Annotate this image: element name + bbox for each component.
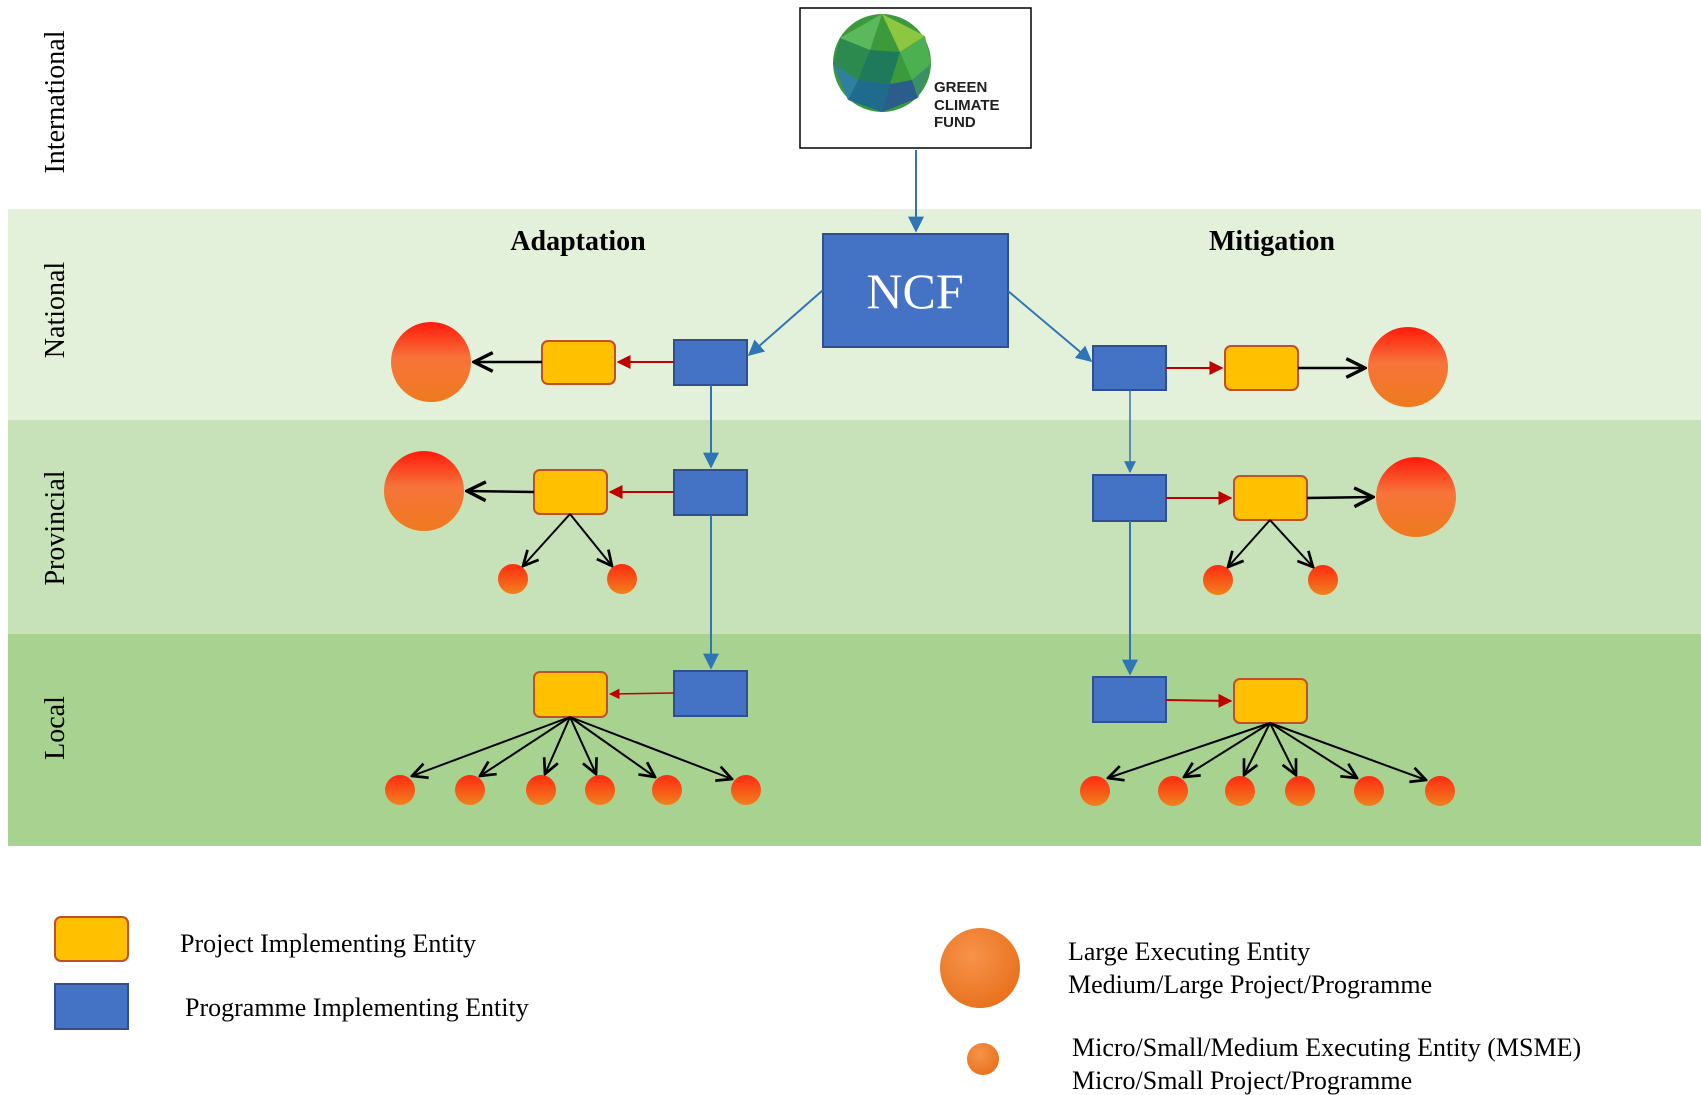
legend: Project Implementing Entity Programme Im… [54,916,1581,1095]
arrow-adapt-local-to-msme-4 [569,716,596,774]
arrow-ncf-to-mitigation [1007,290,1093,363]
mitigation-provincial-project-entity [1233,475,1308,521]
legend-project-swatch [54,916,129,962]
adaptation-local-programme-entity [673,670,748,717]
ncf-box: NCF [822,233,1009,348]
level-label-local: Local [40,696,71,760]
mitigation-provincial-programme-entity [1092,474,1167,522]
adaptation-national-large-entity [391,322,471,402]
mitigation-national-project-entity [1224,345,1299,391]
mitigation-local-msme-1 [1080,776,1110,806]
adaptation-national-programme-entity [673,339,748,386]
arrow-adapt-local-to-msme-2 [480,716,571,776]
adaptation-local-project-entity [533,671,608,718]
legend-programme-swatch [54,983,129,1030]
mitigation-local-msme-2 [1158,776,1188,806]
adaptation-provincial-programme-entity [673,469,748,516]
mitigation-provincial-msme-2 [1308,565,1338,595]
adaptation-provincial-project-entity [533,469,608,515]
level-label-international: International [40,30,71,173]
legend-msme-line2: Micro/Small Project/Programme [1072,1066,1412,1095]
arrow-adapt-prov-to-msme-2 [569,513,612,566]
provincial-band [8,420,1701,634]
arrow-mitig-prov-to-msme-2 [1269,519,1313,567]
adaptation-local-msme-1 [385,775,415,805]
arrow-mitig-local-to-msme-2 [1184,722,1271,777]
arrow-adapt-local-prog-to-proj [608,688,675,700]
arrow-mitig-local-to-msme-5 [1269,722,1357,778]
arrow-adapt-local-to-msme-1 [412,716,571,776]
arrow-mitig-local-to-msme-1 [1108,722,1271,778]
ncf-label: NCF [866,263,963,319]
adaptation-national-project-entity [541,340,616,385]
adaptation-local-msme-3 [526,775,556,805]
adaptation-local-msme-2 [455,775,485,805]
adaptation-local-msme-5 [652,775,682,805]
legend-project-label: Project Implementing Entity [180,929,476,958]
mitigation-heading: Mitigation [1209,226,1335,257]
arrow-adapt-local-to-msme-5 [569,716,655,777]
adaptation-heading: Adaptation [510,226,646,257]
mitigation-local-msme-3 [1225,776,1255,806]
mitigation-local-project-entity [1233,678,1308,724]
arrow-adapt-local-to-msme-3 [545,716,571,774]
arrow-mitig-local-prog-to-proj [1165,693,1233,708]
globe-icon [833,14,931,112]
legend-large-entity-swatch [940,928,1020,1008]
logo-line-2: CLIMATE [934,97,1000,114]
green-climate-fund-logo: GREEN CLIMATE FUND [799,7,1032,149]
mitigation-provincial-msme-1 [1203,565,1233,595]
adaptation-provincial-large-entity [384,451,464,531]
mitigation-provincial-large-entity [1376,457,1456,537]
arrow-adapt-local-to-msme-6 [569,716,732,779]
level-label-provincial: Provincial [40,470,71,585]
legend-large-entity-line1: Large Executing Entity [1068,937,1310,966]
arrow-adapt-prov-to-msme-1 [523,513,571,566]
mitigation-local-msme-6 [1425,776,1455,806]
arrow-ncf-to-adaptation [747,289,824,357]
mitigation-local-msme-4 [1285,776,1315,806]
logo-line-3: FUND [934,114,976,131]
mitigation-local-msme-5 [1354,776,1384,806]
arrow-mitig-local-to-msme-3 [1244,722,1271,775]
level-label-national: National [40,262,71,359]
logo-line-1: GREEN [934,79,987,96]
legend-large-entity-line2: Medium/Large Project/Programme [1068,970,1432,999]
legend-programme-label: Programme Implementing Entity [185,993,529,1022]
adaptation-provincial-msme-1 [498,564,528,594]
adaptation-provincial-msme-2 [607,564,637,594]
mitigation-national-programme-entity [1092,345,1167,391]
arrow-mitig-local-to-msme-6 [1269,722,1426,780]
local-band [8,634,1701,846]
legend-msme-swatch [967,1043,999,1075]
adaptation-local-msme-4 [585,775,615,805]
mitigation-local-programme-entity [1092,676,1167,723]
mitigation-national-large-entity [1368,327,1448,407]
arrow-mitig-local-to-msme-4 [1269,722,1296,775]
arrow-mitig-provincial-proj-to-large [1306,497,1373,498]
arrow-adapt-provincial-proj-to-large [467,491,535,492]
adaptation-local-msme-6 [731,775,761,805]
arrow-mitig-prov-to-msme-1 [1228,519,1271,567]
legend-msme-line1: Micro/Small/Medium Executing Entity (MSM… [1072,1033,1581,1062]
